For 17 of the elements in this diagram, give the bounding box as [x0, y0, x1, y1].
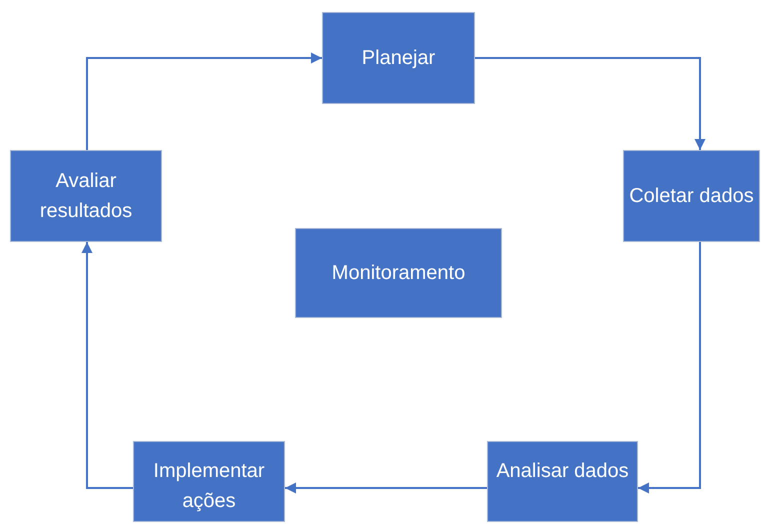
box-label: Implementar ações [152, 459, 266, 514]
process-box [10, 150, 162, 242]
process-box [133, 441, 285, 522]
box-label: Planejar [360, 46, 436, 71]
process-box [623, 150, 760, 242]
arrow [82, 242, 133, 489]
box-label: Analisar dados [495, 459, 630, 484]
box-label: Coletar dados [628, 184, 755, 209]
process-box [322, 12, 475, 104]
arrow [475, 57, 706, 150]
process-box [295, 228, 502, 318]
box-label: Monitoramento [330, 261, 466, 286]
arrow [638, 242, 701, 494]
arrow [285, 482, 487, 494]
process-box [487, 441, 638, 522]
box-label: Avaliar resultados [38, 169, 134, 224]
arrow [86, 52, 322, 150]
